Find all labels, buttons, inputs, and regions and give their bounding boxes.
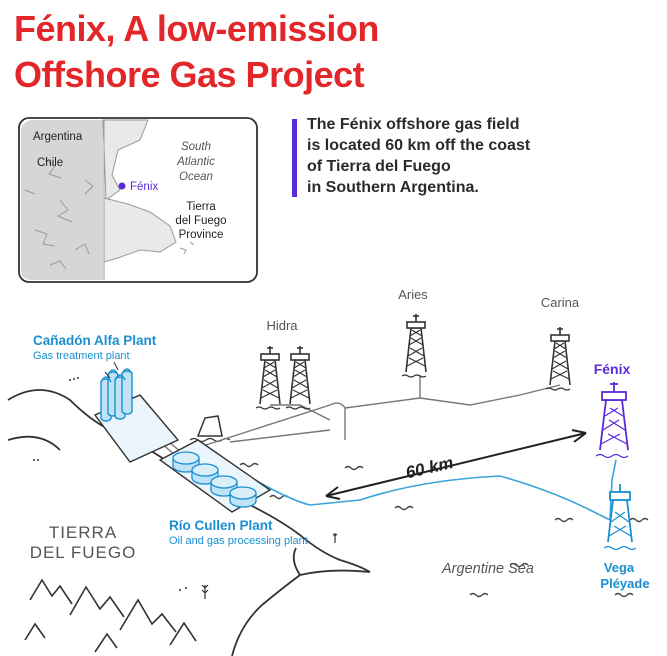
distance-arrow: 60 km bbox=[325, 429, 587, 500]
label-tierra: TIERRA bbox=[49, 523, 117, 542]
intro-line-1: The Fénix offshore gas field bbox=[307, 116, 520, 133]
tierra-del-fuego-landmass bbox=[103, 197, 177, 263]
inset-label-chile: Chile bbox=[37, 157, 63, 169]
chile-landmass bbox=[21, 120, 103, 280]
mountains bbox=[24, 578, 197, 653]
label-canadon-alfa-plant: Cañadón Alfa Plant bbox=[33, 333, 157, 348]
fenix-location-marker bbox=[118, 182, 126, 190]
gas-pipelines bbox=[121, 375, 561, 456]
canadon-alfa-plant-icon bbox=[93, 361, 180, 463]
tree-marks bbox=[201, 533, 338, 599]
rio-cullen-plant-icon bbox=[158, 439, 272, 513]
aries-platform bbox=[401, 313, 427, 378]
label-pleyade: Pléyade bbox=[600, 576, 649, 591]
label-rio-cullen-plant: Río Cullen Plant bbox=[169, 518, 273, 533]
inset-label-fenix: Fénix bbox=[130, 181, 158, 193]
inset-label-argentina: Argentina bbox=[33, 131, 83, 143]
label-argentine-sea: Argentine Sea bbox=[441, 561, 534, 577]
intro-text: The Fénix offshore gas field is located … bbox=[307, 114, 607, 198]
blue-pipeline bbox=[254, 459, 617, 521]
label-hidra: Hidra bbox=[266, 318, 298, 333]
intro-line-4: in Southern Argentina. bbox=[307, 179, 479, 196]
intro-line-2: is located 60 km off the coast bbox=[307, 137, 531, 154]
title-line-1: Fénix, A low-emission bbox=[14, 8, 379, 49]
label-del-fuego: DEL FUEGO bbox=[30, 543, 137, 562]
land-texture bbox=[33, 377, 187, 591]
intro-accent-bar bbox=[292, 119, 297, 197]
inset-label-province-2: del Fuego bbox=[175, 215, 226, 227]
label-fenix: Fénix bbox=[594, 361, 631, 377]
inset-label-ocean-2: Atlantic bbox=[176, 156, 215, 168]
inset-label-province-1: Tierra bbox=[186, 201, 216, 213]
fenix-platform bbox=[595, 382, 629, 459]
label-aries: Aries bbox=[398, 287, 428, 302]
label-canadon-alfa-desc: Gas treatment plant bbox=[33, 350, 130, 362]
inset-label-ocean-3: Ocean bbox=[179, 171, 213, 183]
label-vega: Vega bbox=[604, 560, 635, 575]
label-rio-cullen-desc: Oil and gas processing plant bbox=[169, 535, 308, 547]
intro-line-3: of Tierra del Fuego bbox=[307, 158, 451, 175]
argentina-landmass bbox=[102, 119, 149, 201]
inset-map: Argentina Chile South Atlantic Ocean Fén… bbox=[18, 117, 258, 283]
carina-platform bbox=[545, 326, 571, 391]
inset-label-ocean-1: South bbox=[181, 141, 211, 153]
distance-label: 60 km bbox=[404, 453, 455, 482]
title-line-2: Offshore Gas Project bbox=[14, 54, 365, 95]
buoy-icon bbox=[189, 415, 231, 443]
label-carina: Carina bbox=[541, 295, 580, 310]
inset-label-province-3: Province bbox=[179, 229, 224, 241]
vega-pleyade-platform bbox=[603, 484, 637, 551]
page-title: Fénix, A low-emission Offshore Gas Proje… bbox=[14, 6, 654, 98]
hidra-platforms bbox=[255, 345, 311, 410]
